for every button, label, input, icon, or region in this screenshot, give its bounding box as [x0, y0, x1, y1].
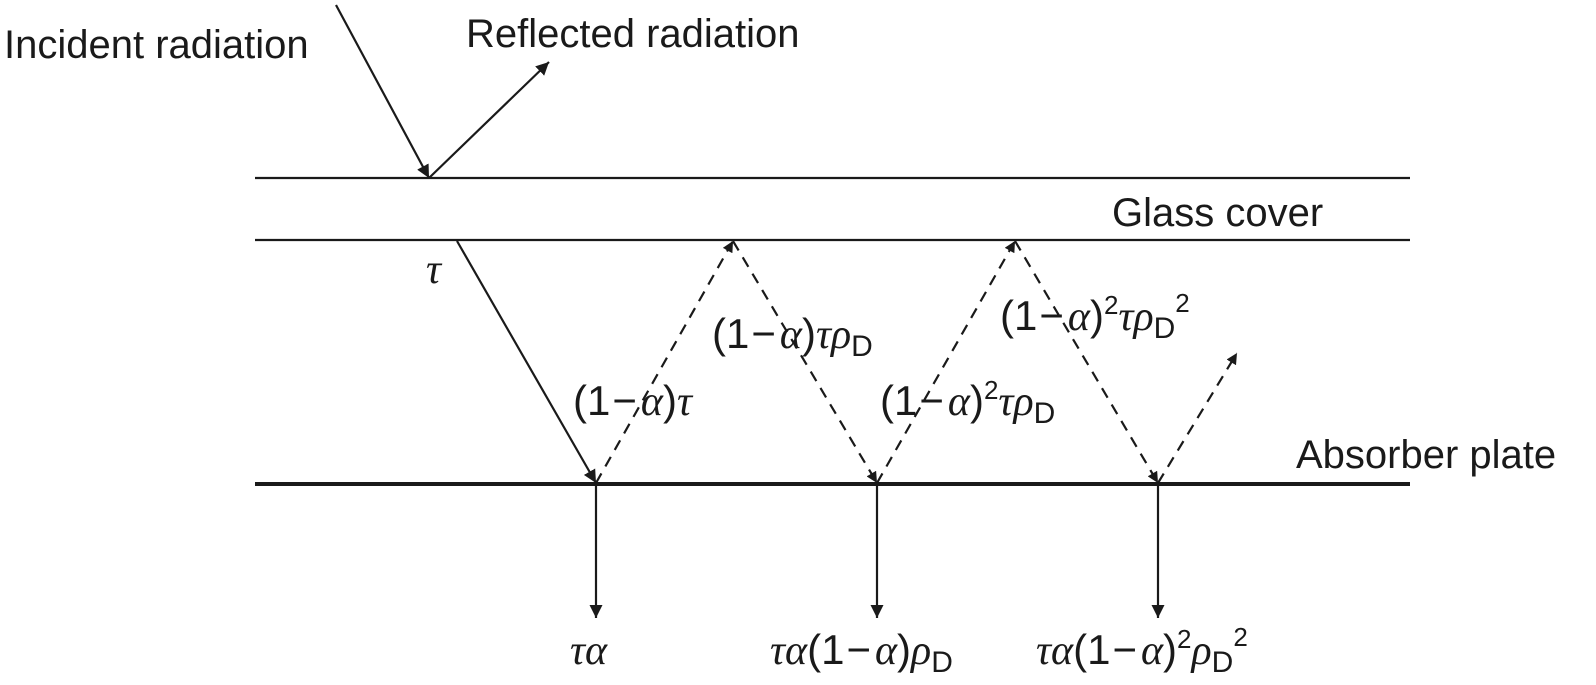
absorbed-label-3: τα(1−α)2ρD2: [1036, 622, 1248, 679]
incident-ray: [335, 4, 430, 179]
absorber-plate-label: Absorber plate: [1296, 433, 1556, 477]
glass-cover-label: Glass cover: [1112, 191, 1323, 235]
reflected-radiation-label: Reflected radiation: [466, 12, 800, 56]
transmitted-ray: [456, 240, 597, 484]
reflection-ray-1-up: [595, 240, 734, 484]
transmittance-label: τ: [426, 247, 443, 293]
absorbed-label-2: τα(1−α)ρD: [770, 626, 953, 679]
absorbed-label-1: τα: [570, 628, 608, 674]
reflection-ray-2-up: [876, 240, 1016, 484]
label-one-minus-alpha-sq-tau-rho: (1−α)2τρD: [880, 375, 1055, 430]
incident-radiation-label: Incident radiation: [4, 23, 309, 67]
label-one-minus-alpha-tau: (1−α)τ: [573, 377, 694, 425]
label-one-minus-alpha-sq-tau-rho-sq: (1−α)2τρD2: [1000, 288, 1190, 345]
reflection-ray-2-down: [1014, 240, 1159, 484]
label-one-minus-alpha-tau-rho: (1−α)τρD: [712, 310, 873, 363]
reflected-ray: [428, 61, 550, 179]
reflection-ray-1-down: [732, 240, 878, 484]
reflection-ray-3-up: [1157, 352, 1238, 484]
